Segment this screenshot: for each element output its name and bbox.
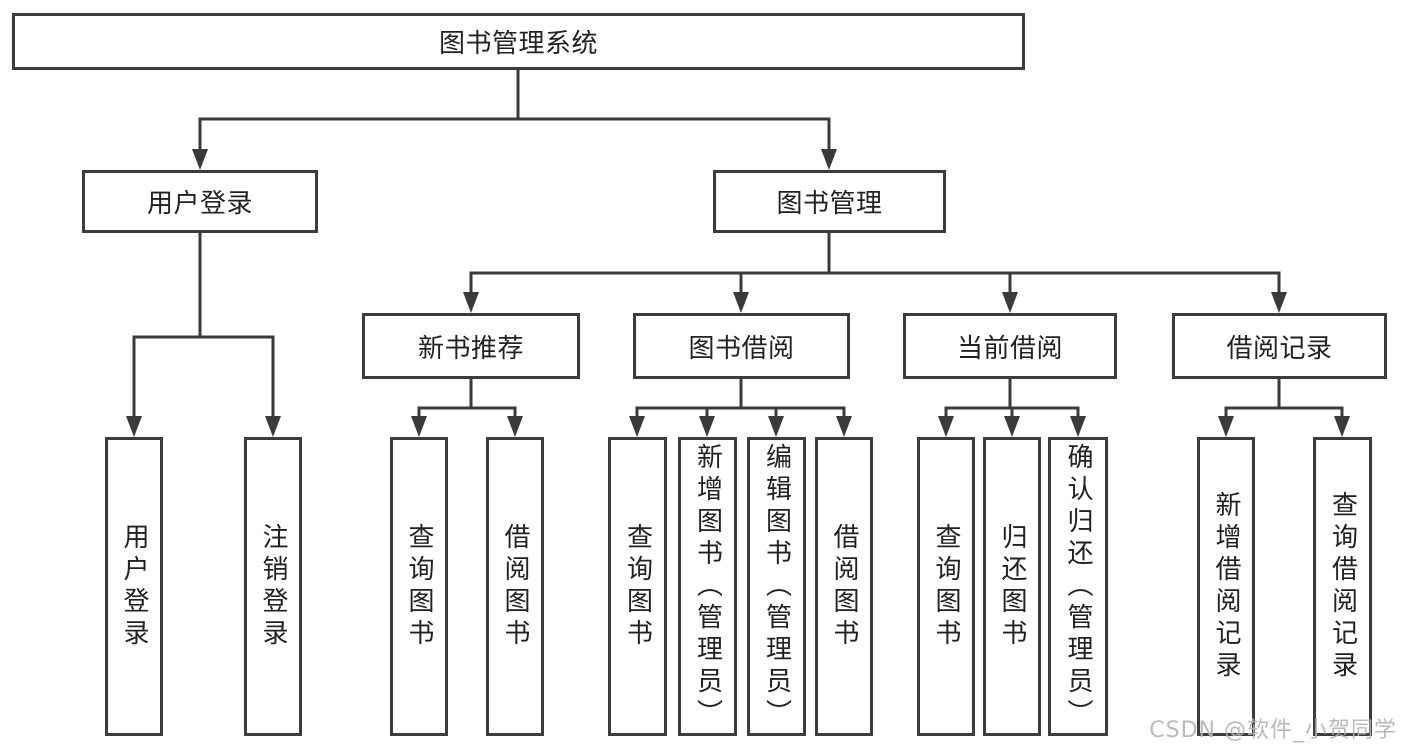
arrow-icon <box>629 416 645 437</box>
node-bb-add-books-admin: 新增图书（管理员） <box>678 437 737 736</box>
arrow-icon <box>507 416 523 437</box>
node-nbr-borrow-books: 借阅图书 <box>486 437 544 736</box>
arrow-icon <box>1004 416 1020 437</box>
node-book-borrowing: 图书借阅 <box>633 313 850 379</box>
csdn-watermark: CSDN @软件_小贺同学 <box>1149 718 1397 743</box>
node-user-login-action: 用户登录 <box>105 437 163 736</box>
arrow-icon <box>699 416 715 437</box>
node-nbr-query-books: 查询图书 <box>390 437 448 736</box>
arrow-icon <box>463 292 479 313</box>
arrow-icon <box>192 149 208 170</box>
node-br-query-record: 查询借阅记录 <box>1313 437 1372 736</box>
arrow-icon <box>1271 292 1287 313</box>
node-book-management: 图书管理 <box>713 170 946 233</box>
node-borrow-records: 借阅记录 <box>1172 313 1387 379</box>
arrow-icon <box>1334 416 1350 437</box>
node-new-book-recommend: 新书推荐 <box>362 313 580 379</box>
arrow-icon <box>821 149 837 170</box>
node-cb-query-books: 查询图书 <box>917 437 975 736</box>
arrow-icon <box>1002 292 1018 313</box>
node-cb-return-books: 归还图书 <box>983 437 1041 736</box>
node-root: 图书管理系统 <box>12 13 1025 70</box>
arrow-icon <box>938 416 954 437</box>
node-logout-action: 注销登录 <box>244 437 302 736</box>
node-user-login: 用户登录 <box>82 170 318 233</box>
node-current-borrowing: 当前借阅 <box>903 313 1117 379</box>
node-cb-confirm-return-admin: 确认归还（管理员） <box>1048 437 1108 736</box>
arrow-icon <box>126 416 142 437</box>
arrow-icon <box>733 292 749 313</box>
arrow-icon <box>411 416 427 437</box>
node-bb-borrow-books: 借阅图书 <box>815 437 873 736</box>
arrow-icon <box>1070 416 1086 437</box>
node-bb-query-books: 查询图书 <box>608 437 667 736</box>
arrow-icon <box>768 416 784 437</box>
arrow-icon <box>836 416 852 437</box>
node-bb-edit-books-admin: 编辑图书（管理员） <box>747 437 806 736</box>
arrow-icon <box>265 416 281 437</box>
arrow-icon <box>1218 416 1234 437</box>
node-br-add-record: 新增借阅记录 <box>1197 437 1255 736</box>
